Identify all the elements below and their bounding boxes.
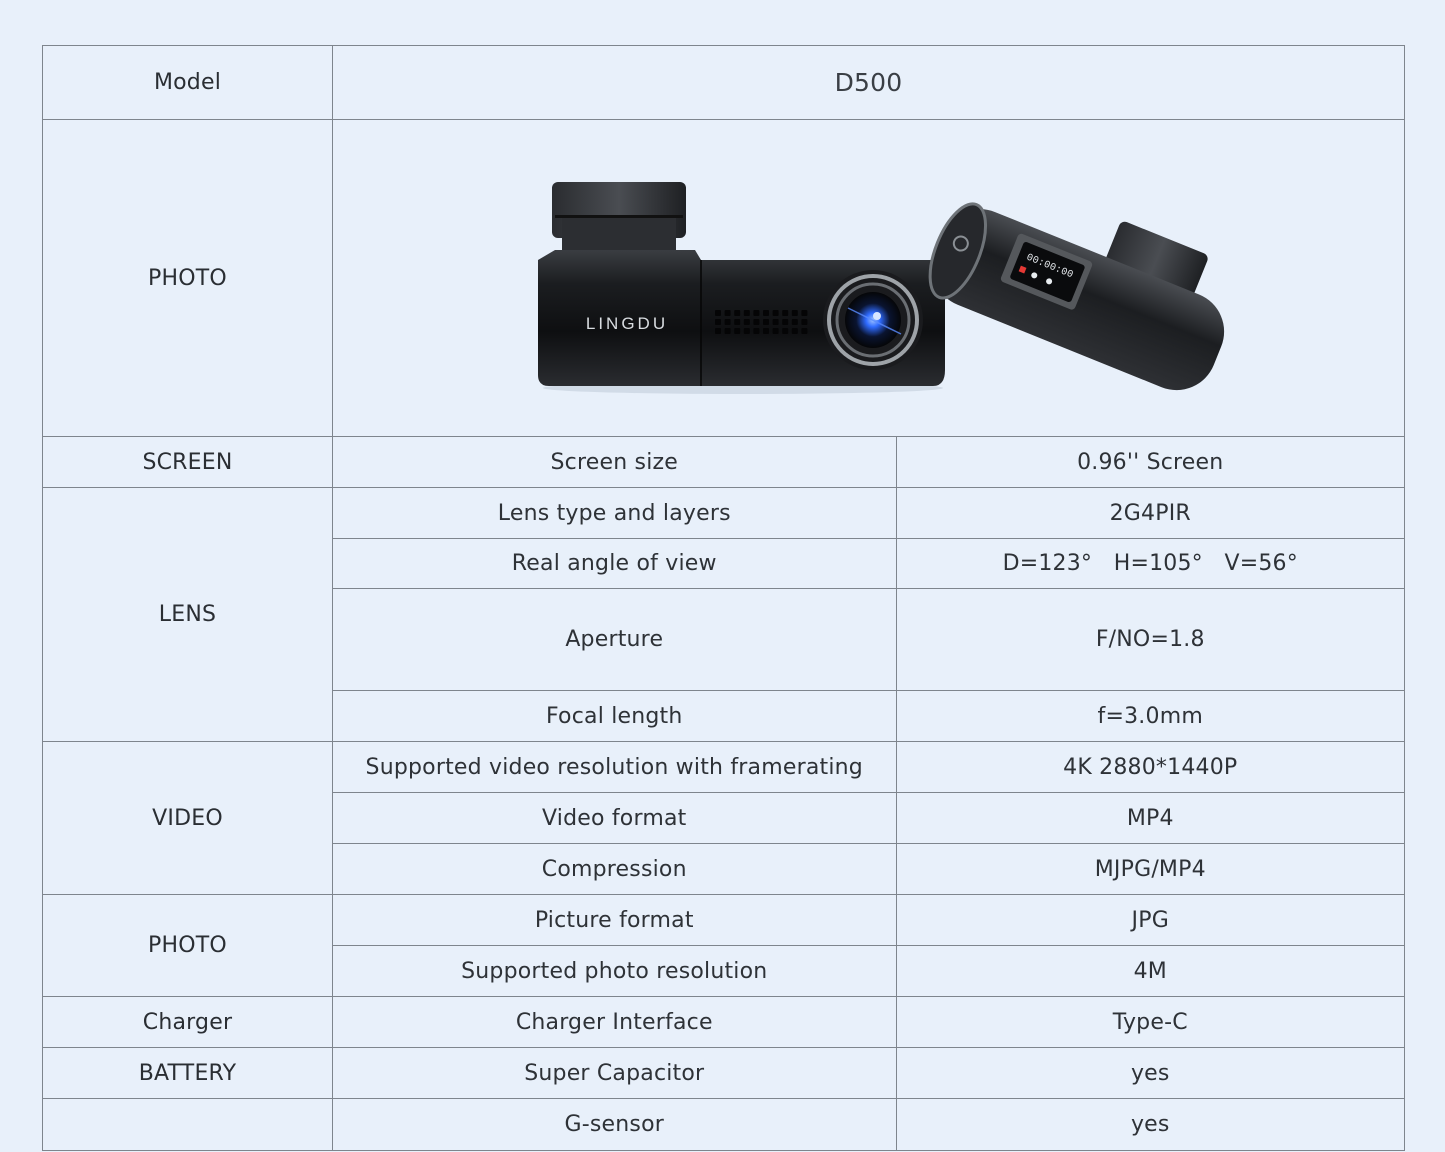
table-row: Focal length f=3.0mm	[43, 690, 1406, 742]
product-photo-cell: LINGDU	[332, 119, 1405, 437]
spec-name: G-sensor	[332, 1098, 897, 1151]
spec-name: Supported photo resolution	[332, 945, 897, 997]
table-row: BATTERY Super Capacitor yes	[42, 1047, 1406, 1099]
photo-row: PHOTO	[42, 119, 1405, 437]
category-screen: SCREEN	[42, 436, 333, 488]
front-camera-icon: LINGDU	[538, 182, 945, 394]
model-row: Model D500	[42, 45, 1405, 120]
table-row: Real angle of view D=123° H=105° V=56°	[43, 538, 1406, 589]
category-lens: LENS	[42, 487, 333, 742]
spec-name: Video format	[332, 792, 897, 844]
dashcam-product-image: LINGDU	[538, 182, 1225, 394]
model-value: D500	[332, 45, 1405, 120]
spec-name: Screen size	[332, 436, 897, 488]
spec-value: MP4	[895, 792, 1406, 844]
spec-name: Supported video resolution with framerat…	[332, 741, 897, 793]
table-row: Supported photo resolution 4M	[43, 945, 1406, 997]
spec-name: Super Capacitor	[332, 1047, 897, 1099]
spec-value: 2G4PIR	[895, 487, 1406, 539]
category-video: VIDEO	[42, 741, 333, 895]
spec-name: Picture format	[332, 894, 897, 946]
table-row: SCREEN Screen size 0.96'' Screen	[42, 436, 1406, 488]
table-row: Video format MP4	[43, 792, 1406, 844]
spec-value: 4M	[895, 945, 1406, 997]
spec-value: 4K 2880*1440P	[895, 741, 1406, 793]
spec-name: Compression	[332, 843, 897, 895]
table-row: Aperture F/NO=1.8	[43, 588, 1406, 691]
spec-value: 0.96'' Screen	[895, 436, 1406, 488]
category-photo: PHOTO	[42, 894, 333, 997]
table-row: Compression MJPG/MP4	[43, 843, 1406, 895]
spec-value: Type-C	[895, 996, 1406, 1048]
spec-name: Focal length	[332, 690, 897, 742]
category-battery: BATTERY	[42, 1047, 333, 1099]
spec-value: MJPG/MP4	[895, 843, 1406, 895]
spec-value: JPG	[895, 894, 1406, 946]
table-row: LENS Lens type and layers 2G4PIR	[42, 487, 1406, 742]
spec-name: Lens type and layers	[332, 487, 897, 539]
spec-value: D=123° H=105° V=56°	[895, 538, 1406, 589]
svg-text:LINGDU: LINGDU	[586, 314, 668, 333]
spec-name: Real angle of view	[332, 538, 897, 589]
table-row: PHOTO Picture format JPG	[42, 894, 1406, 997]
spec-value: f=3.0mm	[895, 690, 1406, 742]
spec-name: Charger Interface	[332, 996, 897, 1048]
table-row: Charger Charger Interface Type-C	[42, 996, 1406, 1048]
spec-value: yes	[895, 1098, 1406, 1151]
table-row: VIDEO Supported video resolution with fr…	[42, 741, 1406, 895]
spec-table: Model D500 PHOTO	[42, 45, 1406, 1151]
rear-view-camera-icon: 00:00:00	[928, 202, 1225, 391]
photo-label: PHOTO	[42, 119, 333, 437]
category-charger: Charger	[42, 996, 333, 1048]
spec-value: F/NO=1.8	[895, 588, 1406, 691]
model-label: Model	[42, 45, 333, 120]
table-row: G-sensor yes	[42, 1098, 1406, 1151]
category-empty	[42, 1098, 333, 1151]
spec-name: Aperture	[332, 588, 897, 691]
spec-value: yes	[895, 1047, 1406, 1099]
